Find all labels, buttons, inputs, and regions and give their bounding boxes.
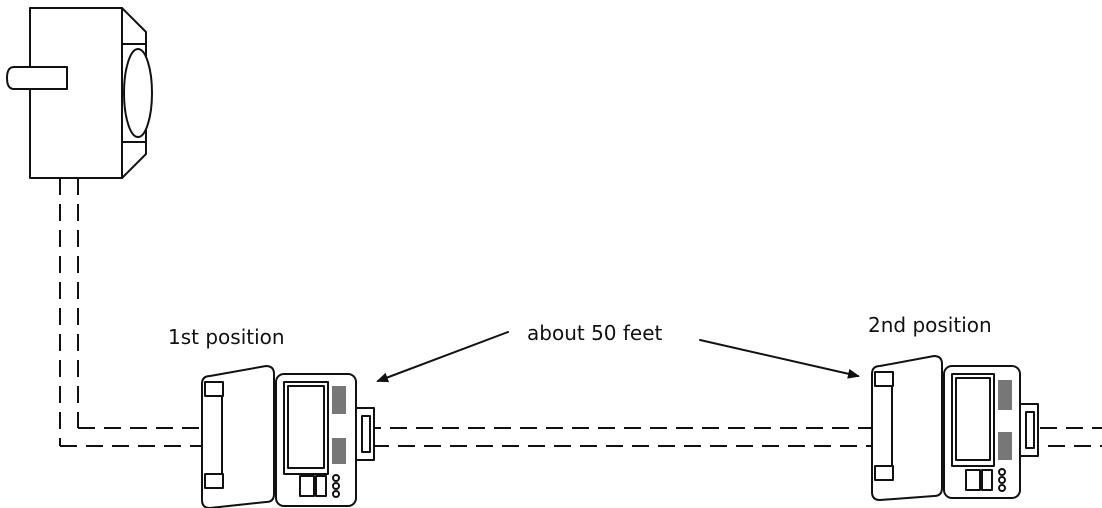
second-position-label: 2nd position [868, 313, 992, 337]
first-position-label: 1st position [168, 325, 285, 349]
receiver-first-position [201, 365, 375, 508]
display-indicator-bottom [998, 432, 1012, 460]
display-indicator-top [332, 386, 346, 414]
transmitter-box [6, 7, 153, 179]
receiver-second-position [871, 355, 1039, 501]
arrow-to-second-position [699, 339, 860, 379]
distance-label: about 50 feet [527, 321, 663, 345]
arrow-to-first-position [376, 331, 509, 383]
vertical-cable [59, 178, 79, 446]
transmitter-handle [6, 66, 68, 90]
display-indicator-top [998, 380, 1012, 410]
display-indicator-bottom [332, 438, 346, 464]
